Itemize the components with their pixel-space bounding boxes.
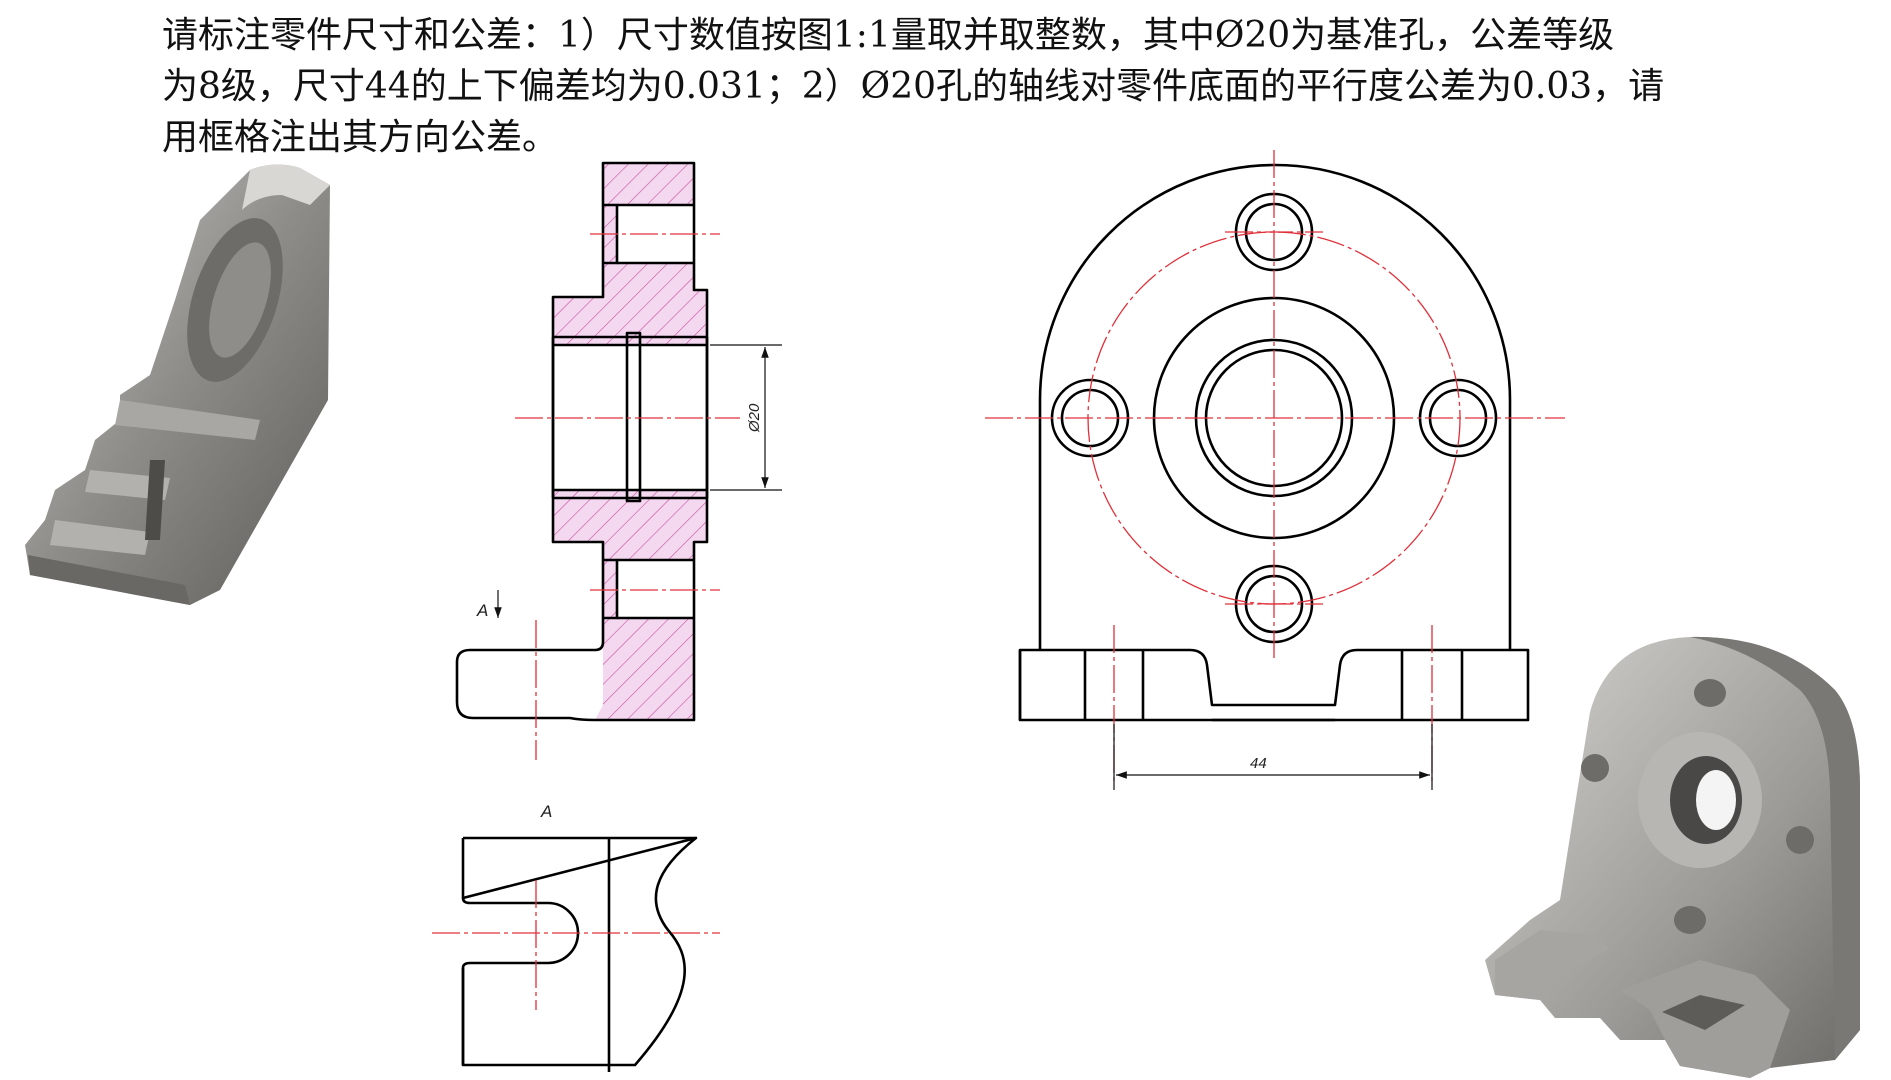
width-label: 44	[1250, 755, 1267, 772]
instruction-line-1: 请标注零件尺寸和公差：1）尺寸数值按图1:1量取并取整数，其中Ø20为基准孔，公…	[162, 15, 1615, 56]
view-arrow-label: A	[476, 601, 488, 620]
dimension-width: 44	[1113, 724, 1433, 790]
view-a-title: A	[540, 802, 552, 821]
dimension-diameter: Ø20	[710, 344, 782, 491]
detail-view-a: A	[432, 802, 720, 1072]
instruction-text: 请标注零件尺寸和公差：1）尺寸数值按图1:1量取并取整数，其中Ø20为基准孔，公…	[162, 10, 1802, 163]
instruction-line-3: 用框格注出其方向公差。	[162, 117, 559, 158]
diameter-label: Ø20	[746, 403, 763, 433]
view-arrow-a: A	[476, 590, 502, 620]
section-view	[455, 161, 740, 760]
instruction-line-2: 为8级，尺寸44的上下偏差均为0.031；2）Ø20孔的轴线对零件底面的平行度公…	[162, 66, 1665, 107]
model-3d-left	[25, 164, 330, 605]
model-3d-right	[1485, 636, 1860, 1078]
front-view	[985, 150, 1565, 782]
